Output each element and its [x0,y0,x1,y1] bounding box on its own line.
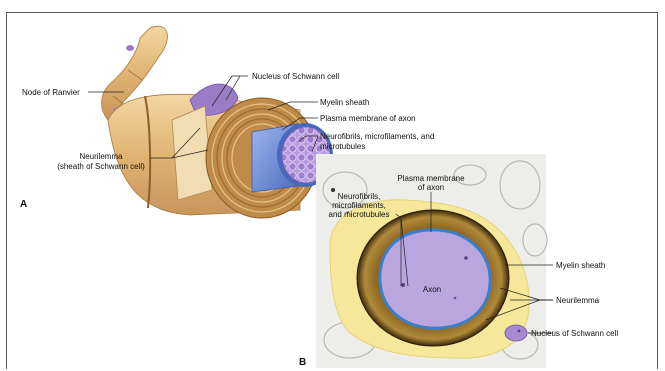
nerve-fiber-diagram [102,26,333,218]
schwann-nucleus-micrograph [505,325,527,341]
label-nucleus-schwann-b: Nucleus of Schwann cell [531,329,618,338]
label-neurilemma-a-line1: Neurilemma [52,152,150,161]
label-myelin-sheath-b: Myelin sheath [556,261,605,270]
label-neurofibrils-b-line3: and microtubules [320,210,398,219]
axon-region [380,230,490,328]
label-node-of-ranvier: Node of Ranvier [22,88,80,97]
label-neurofibrils-a-line2: microtubules [320,142,365,151]
label-neurofibrils-b-line2: microfilaments, [320,201,398,210]
label-neurofibrils-b-line1: Neurofibrils, [320,192,398,201]
label-neurilemma-a-line2: (sheath of Schwann cell) [52,162,150,171]
label-myelin-sheath-a: Myelin sheath [320,98,369,107]
label-nucleus-schwann-a: Nucleus of Schwann cell [252,72,339,81]
panel-label-b: B [299,357,306,368]
label-neurilemma-b: Neurilemma [556,296,599,305]
label-plasma-membrane-b-line2: of axon [395,183,467,192]
label-plasma-membrane-b-line1: Plasma membrane [395,174,467,183]
label-plasma-membrane-a: Plasma membrane of axon [320,114,416,123]
label-axon: Axon [412,285,452,294]
label-neurofibrils-a-line1: Neurofibrils, microfilaments, and [320,132,434,141]
panel-label-a: A [20,199,27,210]
